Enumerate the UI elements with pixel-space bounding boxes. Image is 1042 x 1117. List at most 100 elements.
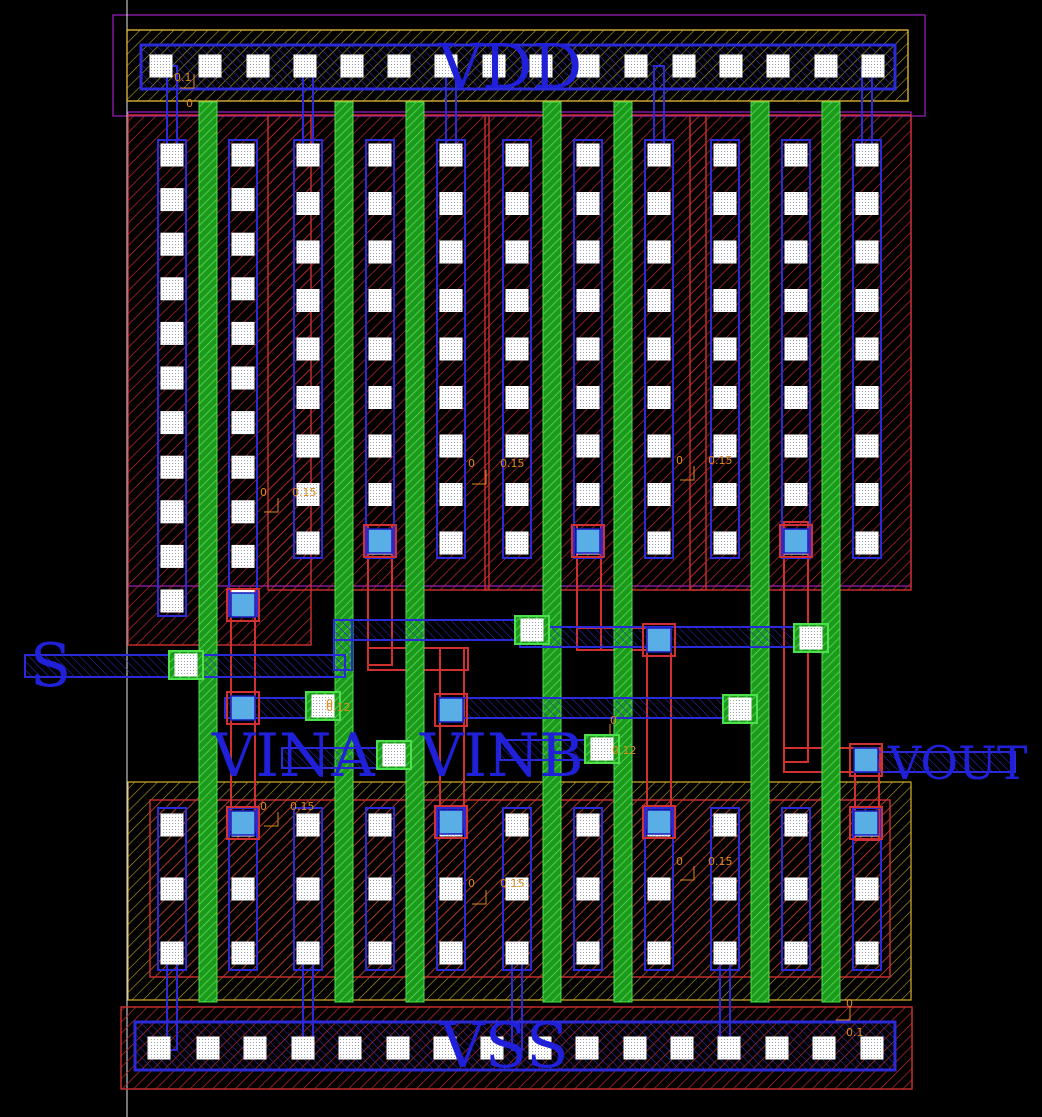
contact-cut	[338, 1036, 362, 1060]
contact-cut	[246, 54, 270, 78]
poly-contact-cut	[590, 737, 614, 761]
contact-cut	[296, 192, 320, 215]
contact-cut	[368, 289, 392, 312]
poly-contact-cut	[311, 694, 335, 718]
nmos-metal-strap	[436, 807, 466, 971]
contact-cut	[231, 455, 255, 479]
contact-cut	[368, 386, 392, 409]
contact-cut	[784, 386, 808, 409]
contact-cut	[160, 877, 184, 901]
contact-cut	[784, 143, 808, 167]
contact-cut	[340, 54, 364, 78]
via-cut	[438, 697, 464, 723]
dimension-label: 0.1	[174, 71, 192, 84]
contact-cut	[160, 411, 184, 435]
dimension-marker	[180, 74, 195, 89]
via-cut	[438, 809, 464, 835]
contact-cut	[576, 877, 600, 901]
contact-cut	[505, 434, 529, 458]
contact-cut	[160, 544, 184, 568]
via-cut	[783, 528, 809, 554]
dimension-label: 0.15	[500, 877, 525, 890]
via-enclosure	[779, 524, 813, 558]
via-enclosure	[434, 693, 468, 727]
dimension-label: 0	[468, 877, 475, 890]
nmos-metal-strap	[710, 807, 740, 971]
poly-contact-cut	[799, 626, 823, 650]
contact-cut	[434, 54, 458, 78]
contact-cut	[855, 337, 879, 361]
contact-cut	[672, 54, 696, 78]
contact-cut	[647, 483, 671, 506]
contact-cut	[480, 1036, 504, 1060]
via-enclosure	[642, 805, 676, 839]
contact-cut	[160, 188, 184, 212]
contact-cut	[713, 813, 737, 837]
poly-contact-cut	[382, 743, 406, 767]
via-cut	[853, 810, 879, 836]
contact-cut	[505, 531, 529, 555]
contact-cut	[528, 1036, 552, 1060]
pmos-metal-strap	[852, 139, 882, 559]
contact-cut	[784, 289, 808, 312]
contact-cut	[160, 455, 184, 479]
contact-cut	[505, 192, 529, 215]
contact-cut	[575, 1036, 599, 1060]
contact-cut	[576, 192, 600, 215]
dimension-label: 0	[260, 486, 267, 499]
contact-cut	[860, 1036, 884, 1060]
contact-cut	[713, 877, 737, 901]
contact-cut	[713, 483, 737, 506]
contact-cut	[784, 483, 808, 506]
contact-cut	[231, 500, 255, 524]
contact-cut	[855, 240, 879, 264]
contact-cut	[784, 941, 808, 965]
contact-cut	[576, 289, 600, 312]
contact-cut	[623, 1036, 647, 1060]
contact-cut	[160, 589, 184, 613]
contact-cut	[647, 192, 671, 215]
contact-cut	[387, 54, 411, 78]
contact-cut	[576, 337, 600, 361]
pmos-metal-strap	[157, 139, 187, 617]
contact-cut	[231, 877, 255, 901]
contact-cut	[439, 877, 463, 901]
pmos-metal-strap	[436, 139, 466, 559]
dimension-label: 0.15	[708, 855, 733, 868]
contact-cut	[576, 54, 600, 78]
poly-gate	[821, 101, 841, 1003]
contact-cut	[713, 240, 737, 264]
contact-cut	[505, 337, 529, 361]
contact-cut	[439, 531, 463, 555]
contact-cut	[296, 289, 320, 312]
nmos-metal-strap	[502, 807, 532, 971]
dimension-label: 0.12	[612, 744, 637, 757]
metal-route	[439, 697, 741, 719]
via-enclosure	[571, 524, 605, 558]
poly-gate	[750, 101, 770, 1003]
contact-cut	[814, 54, 838, 78]
contact-cut	[439, 240, 463, 264]
via-enclosure	[226, 588, 260, 622]
pmos-metal-strap	[502, 139, 532, 559]
contact-cut	[433, 1036, 457, 1060]
contact-cut	[439, 143, 463, 167]
dimension-label: 0	[186, 97, 193, 110]
contact-cut	[784, 240, 808, 264]
poly-gate	[334, 101, 354, 1003]
contact-cut	[784, 337, 808, 361]
contact-cut	[713, 531, 737, 555]
dimension-label: 0	[468, 457, 475, 470]
contact-cut	[368, 877, 392, 901]
via-enclosure	[849, 806, 883, 840]
metal-route-s	[333, 619, 353, 671]
contact-cut	[713, 386, 737, 409]
contact-cut	[717, 1036, 741, 1060]
poly-layer	[198, 101, 841, 1003]
poly-gate	[405, 101, 425, 1003]
contact-cut	[198, 54, 222, 78]
contact-cut	[576, 483, 600, 506]
poly-gate	[542, 101, 562, 1003]
contact-cut	[505, 289, 529, 312]
